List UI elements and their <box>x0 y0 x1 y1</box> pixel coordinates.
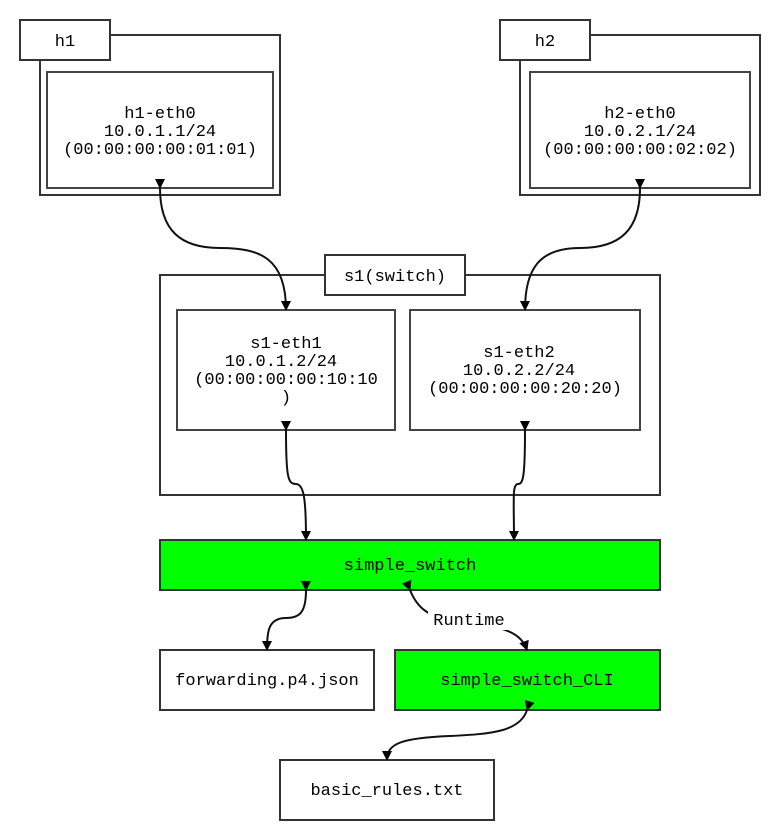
host-h2-label-box <box>499 19 591 61</box>
port-s1-eth2-name: s1-eth2 <box>483 344 554 363</box>
switch-s1: s1(switch) s1-eth1 10.0.1.2/24 (00:00:00… <box>159 254 661 496</box>
port-s1-eth1-name: s1-eth1 <box>250 335 321 354</box>
rules-file-label: basic_rules.txt <box>310 782 463 801</box>
port-h1-eth0-name: h1-eth0 <box>124 105 195 124</box>
port-h2-eth0 <box>529 71 751 189</box>
port-h2-eth0-mac: (00:00:00:00:02:02) <box>543 141 737 160</box>
simple-switch-label: simple_switch <box>344 557 477 576</box>
edge-s1-eth2-to-simple-switch <box>508 420 531 541</box>
port-s1-eth2 <box>409 309 641 431</box>
port-s1-eth1-ip: 10.0.1.2/24 <box>225 353 337 372</box>
cli-node: simple_switch_CLI <box>394 649 661 711</box>
port-h1-eth0 <box>46 71 274 189</box>
host-h1-label: h1 <box>55 33 75 52</box>
runtime-edge-label: Runtime <box>433 612 504 631</box>
rules-file-node: basic_rules.txt <box>279 759 495 821</box>
host-h1-label-box <box>19 19 111 61</box>
runtime-label-bg <box>428 608 510 630</box>
json-config-box <box>159 649 375 711</box>
host-h1: h1 h1-eth0 10.0.1.1/24 (00:00:00:00:01:0… <box>19 19 281 196</box>
port-h2-eth0-name: h2-eth0 <box>604 105 675 124</box>
edge-s1-eth1-to-simple-switch <box>280 420 311 541</box>
switch-s1-label-box <box>324 254 466 296</box>
port-h1-eth0-mac: (00:00:00:00:01:01) <box>63 141 257 160</box>
port-s1-eth2-ip: 10.0.2.2/24 <box>463 362 575 381</box>
edge-h1-eth0-to-s1-eth1 <box>154 178 291 311</box>
port-s1-eth2-mac: (00:00:00:00:20:20) <box>428 380 622 399</box>
host-h2: h2 h2-eth0 10.0.2.1/24 (00:00:00:00:02:0… <box>499 19 761 196</box>
edge-h2-eth0-to-s1-eth2 <box>520 178 646 311</box>
edge-cli-to-rules-file <box>382 699 535 761</box>
cli-label: simple_switch_CLI <box>440 672 613 691</box>
edge-simple-switch-to-json <box>262 580 312 651</box>
simple-switch-node: simple_switch <box>159 539 661 591</box>
port-h2-eth0-ip: 10.0.2.1/24 <box>584 123 696 142</box>
json-config-node: forwarding.p4.json <box>159 649 375 711</box>
json-config-label: forwarding.p4.json <box>175 672 359 691</box>
port-s1-eth1-mac-end: ) <box>281 389 291 408</box>
host-h2-label: h2 <box>535 33 555 52</box>
switch-s1-label: s1(switch) <box>344 268 446 287</box>
port-h1-eth0-ip: 10.0.1.1/24 <box>104 123 216 142</box>
port-s1-eth1-mac: (00:00:00:00:10:10 <box>194 371 378 390</box>
